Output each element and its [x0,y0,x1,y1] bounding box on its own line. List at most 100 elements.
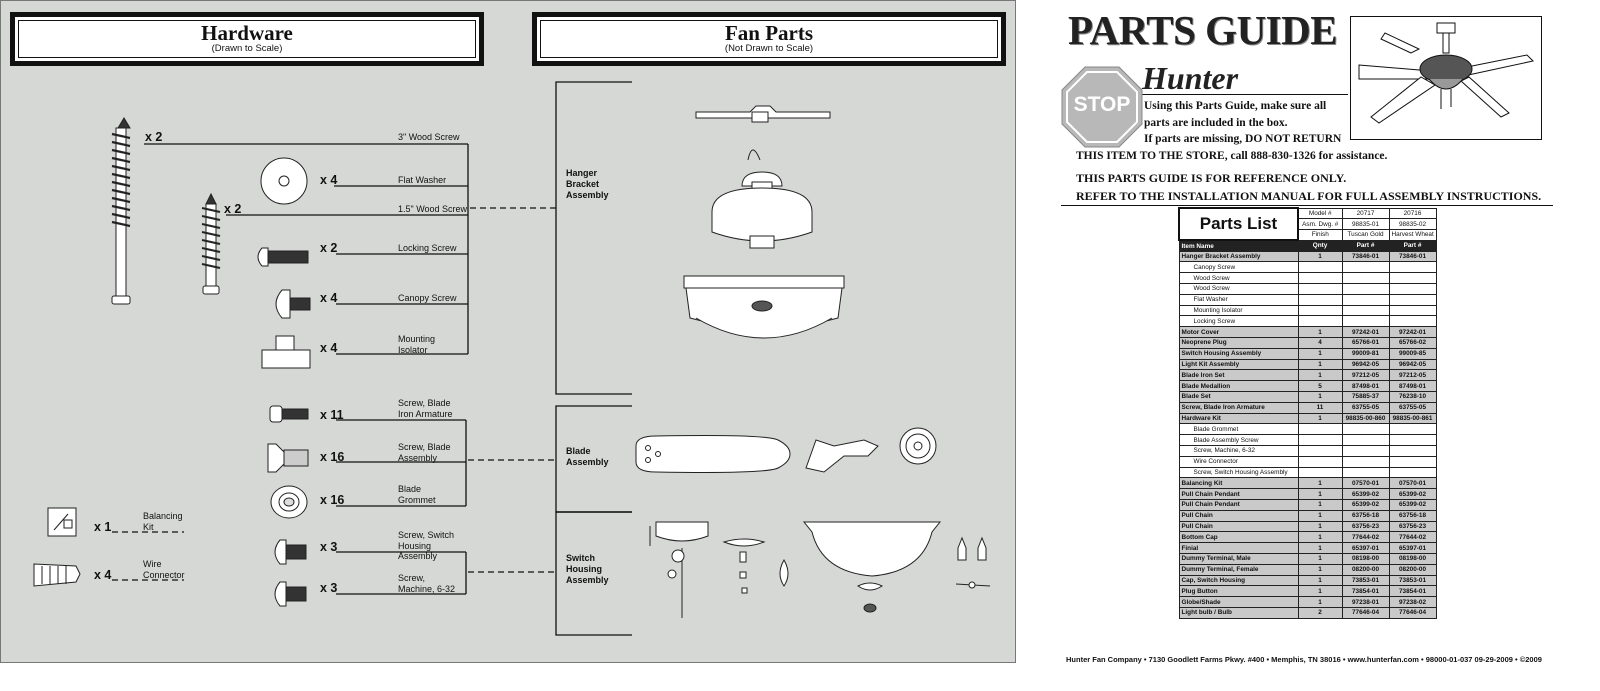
row-part-1 [1341,272,1390,285]
stop-sign: STOP [1061,66,1143,148]
row-item-name: Light Kit Assembly [1178,358,1299,371]
row-part-1: 65766-01 [1341,337,1390,349]
meta-asm-1: 98835-01 [1341,218,1390,231]
row-part-2: 63756-18 [1388,509,1437,522]
row-item-name: Pull Chain [1178,520,1299,533]
row-part-1 [1341,304,1390,317]
row-part-1: 97212-05 [1341,369,1390,382]
meta-model-2: 20716 [1388,207,1437,220]
screw-switch-housing-icon [274,539,307,565]
reference-line-2: REFER TO THE INSTALLATION MANUAL FOR FUL… [1076,189,1542,203]
row-part-2: 97242-01 [1388,326,1437,339]
row-qty [1297,455,1343,468]
row-qty: 1 [1297,477,1343,490]
row-part-1: 99009-81 [1341,347,1390,360]
blade-medallion-icon [899,427,937,465]
row-item-name: Blade Medallion [1178,380,1299,393]
qty-wood-screw-3in: x 2 [145,130,163,144]
label-screw-blade-assembly: Screw, Blade Assembly [398,442,451,463]
row-qty [1297,445,1343,457]
row-qty: 1 [1297,326,1343,339]
motor-housing-icon [683,275,845,339]
row-item-name: Hardware Kit [1178,412,1299,425]
hardware-title: Hardware [201,21,293,45]
row-part-1 [1341,434,1390,447]
row-item-name: Flat Washer [1178,293,1299,306]
switch-housing-icon [649,521,709,618]
meta-finish-1: Tuscan Gold [1341,229,1390,241]
row-part-1: 98835-00-860 [1341,412,1390,425]
fan-image [1350,16,1542,140]
row-item-name: Pull Chain [1178,509,1299,522]
row-item-name: Blade Set [1178,391,1299,403]
row-part-2: 96942-05 [1388,358,1437,371]
row-part-2: 73854-01 [1388,585,1437,598]
parts-guide-title: PARTS GUIDE [1068,7,1338,53]
label-hanger-bracket-assembly: Hanger Bracket Assembly [566,168,609,200]
row-item-name: Cap, Switch Housing [1178,574,1299,587]
fan-blade-icon [635,435,791,473]
row-part-1: 08198-00 [1341,553,1390,565]
label-flat-washer: Flat Washer [398,175,447,185]
row-part-2: 07570-01 [1388,477,1437,490]
row-item-name: Blade Grommet [1178,423,1299,436]
row-item-name: Wire Connector [1178,455,1299,468]
qty-wood-screw-1-5in: x 2 [224,202,242,216]
row-part-1: 08200-00 [1341,563,1390,576]
row-item-name: Switch Housing Assembly [1178,347,1299,360]
row-item-name: Neoprene Plug [1178,337,1299,349]
row-part-2 [1388,466,1437,479]
row-qty: 1 [1297,499,1343,511]
blade-iron-icon [805,439,879,473]
reference-line-1: THIS PARTS GUIDE IS FOR REFERENCE ONLY. [1076,171,1347,185]
qty-blade-grommet: x 16 [320,493,345,507]
row-item-name: Locking Screw [1178,315,1299,328]
row-part-2: 65399-02 [1388,499,1437,511]
notice-line-3: If parts are missing, DO NOT RETURN [1144,133,1342,145]
row-qty: 1 [1297,553,1343,565]
row-item-name: Screw, Blade Iron Armature [1178,401,1299,414]
fanparts-title-box: Fan Parts (Not Drawn to Scale) [532,12,1006,66]
row-part-1: 97238-01 [1341,596,1390,608]
row-qty: 1 [1297,369,1343,382]
row-item-name: Wood Screw [1178,283,1299,295]
qty-locking-screw: x 2 [320,241,338,255]
row-part-2: 73853-01 [1388,574,1437,587]
label-wood-screw-1-5in: 1.5" Wood Screw [398,204,468,214]
row-item-name: Screw, Machine, 6-32 [1178,445,1299,457]
hardware-drawing [33,81,991,636]
fanparts-title: Fan Parts [724,21,814,45]
ceiling-fan-icon [1358,22,1535,124]
row-part-1 [1341,466,1390,479]
row-item-name: Canopy Screw [1178,261,1299,274]
row-part-2: 77644-02 [1388,531,1437,544]
mounting-isolator-icon [261,335,311,369]
screw-blade-assembly-icon [267,443,309,473]
row-part-1 [1341,293,1390,306]
qty-canopy-screw: x 4 [320,291,338,305]
globe-shade-icon [802,521,942,613]
row-part-2: 65766-02 [1388,337,1437,349]
row-part-2: 63755-05 [1388,401,1437,414]
row-part-1: 77646-04 [1341,606,1390,619]
label-wire-connector: Wire Connector [143,559,185,580]
row-part-2 [1388,293,1437,306]
label-blade-assembly: Blade Assembly [566,446,609,467]
hardware-title-box: Hardware (Drawn to Scale) [10,12,484,66]
row-qty: 1 [1297,250,1343,263]
row-qty [1297,304,1343,317]
row-part-1: 97242-01 [1341,326,1390,339]
row-qty: 5 [1297,380,1343,393]
row-part-2 [1388,434,1437,447]
